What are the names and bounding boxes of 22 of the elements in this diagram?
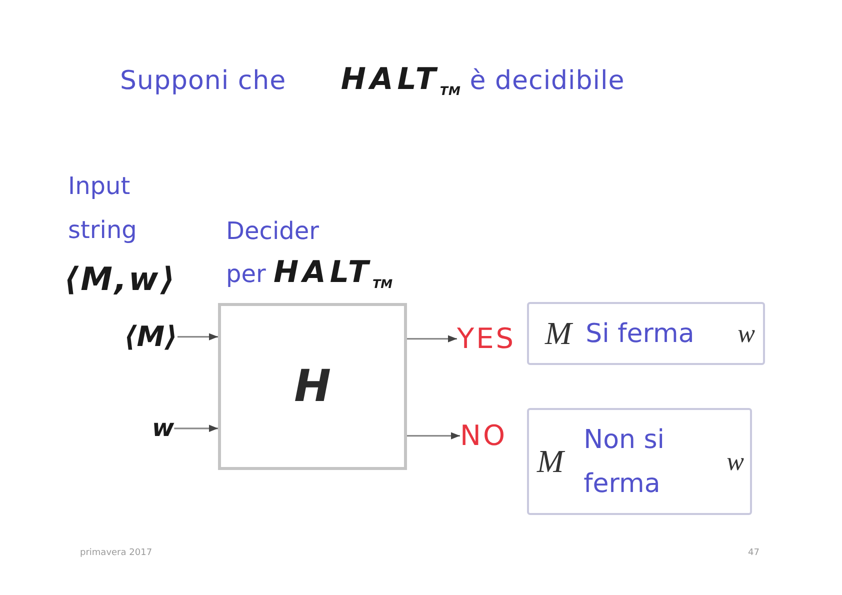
slide-title: Supponi che HALT$_{TM}$ è decidibile	[120, 62, 625, 98]
input-symbol: w	[726, 446, 744, 476]
machine-symbol: M	[545, 315, 572, 352]
arrow	[174, 424, 218, 432]
arrow	[177, 333, 218, 340]
arrow	[407, 432, 460, 440]
result-text: Si ferma	[586, 318, 694, 350]
footer-text: primavera 2017	[80, 548, 152, 558]
machine-symbol: M	[537, 443, 564, 480]
page-number: 47	[748, 548, 760, 558]
input-pair-label: ⟨M,w⟩	[64, 260, 177, 298]
input-symbol: w	[738, 318, 755, 348]
output-label: YES	[457, 322, 516, 356]
input-caption: Input string	[68, 171, 138, 246]
result-box	[527, 408, 752, 515]
result-text: Non si ferma	[584, 424, 666, 500]
input-label: ⟨M⟩	[124, 320, 178, 354]
arrow	[407, 335, 457, 342]
output-label: NO	[460, 419, 507, 453]
machine-symbol: H	[294, 361, 331, 412]
input-label: w	[152, 414, 174, 443]
result-box	[527, 302, 765, 365]
